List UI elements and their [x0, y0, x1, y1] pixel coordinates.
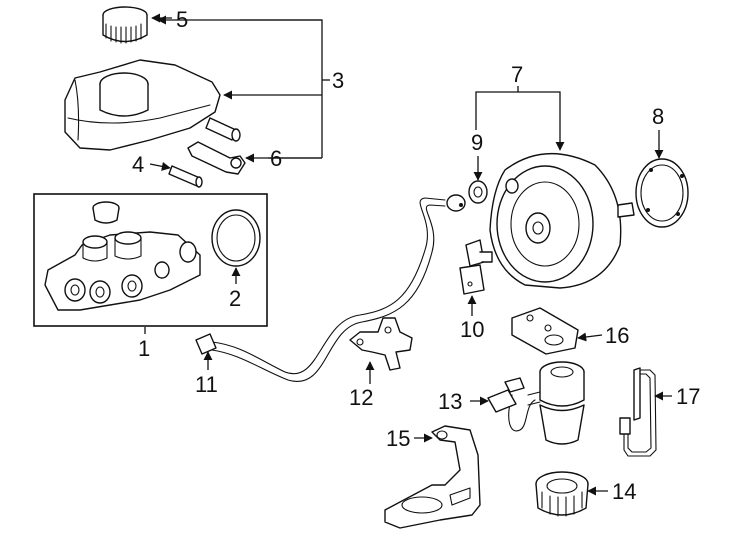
callout-9: 9 — [471, 130, 483, 155]
hose-bracket — [349, 317, 413, 371]
callout-7: 7 — [511, 62, 523, 87]
callout-12: 12 — [349, 385, 373, 410]
pump-seal — [535, 471, 589, 517]
callout-15: 15 — [386, 426, 410, 451]
master-cylinder-assembly — [33, 193, 268, 327]
vacuum-hose — [195, 194, 466, 383]
callout-13: 13 — [438, 389, 462, 414]
pump-bracket — [384, 425, 481, 529]
reservoir-cap — [102, 6, 148, 44]
callout-5: 5 — [176, 7, 188, 32]
vacuum-pump — [487, 361, 585, 445]
callout-16: 16 — [605, 323, 629, 348]
mounting-plate — [511, 307, 579, 355]
callout-8: 8 — [652, 104, 664, 129]
booster-gasket — [635, 158, 689, 228]
callout-11: 11 — [195, 372, 218, 397]
callout-4: 4 — [132, 152, 144, 177]
brake-booster — [489, 152, 635, 289]
callout-1: 1 — [138, 336, 150, 361]
reservoir-pin — [168, 165, 203, 188]
reservoir-connector — [187, 141, 246, 175]
callout-2: 2 — [229, 286, 241, 311]
callout-labels: 5 3 4 6 2 1 11 12 7 9 8 10 16 13 17 15 1… — [132, 7, 700, 504]
callout-10: 10 — [460, 317, 484, 342]
callout-3: 3 — [332, 68, 344, 93]
grommet — [468, 180, 488, 204]
callout-6: 6 — [270, 146, 282, 171]
callout-14: 14 — [612, 479, 636, 504]
leader-lines — [144, 13, 672, 496]
pressure-sensor — [459, 239, 493, 295]
fluid-reservoir — [64, 59, 241, 151]
vacuum-line — [619, 367, 657, 457]
callout-17: 17 — [676, 384, 700, 409]
